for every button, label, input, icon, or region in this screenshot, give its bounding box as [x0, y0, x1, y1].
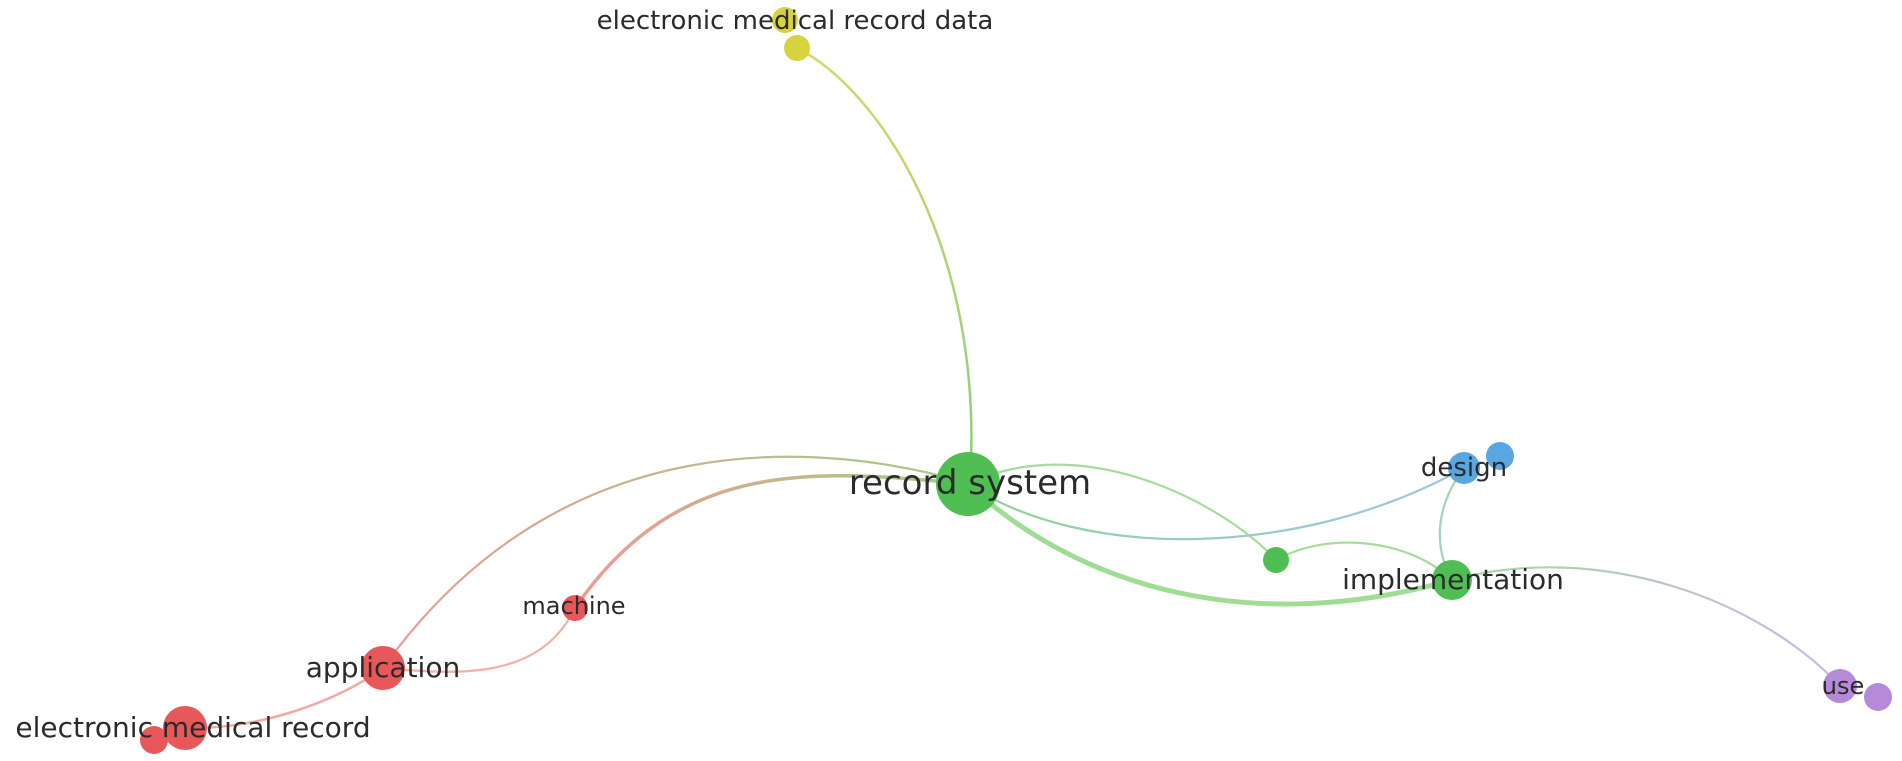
edge-record-system-electronic-medical-record-data — [796, 46, 973, 484]
node-implementation[interactable] — [1432, 560, 1472, 600]
edge-small-green-implementation — [1275, 541, 1453, 581]
label-use: use — [1822, 672, 1864, 700]
node-electronic-medical-record-a[interactable] — [163, 706, 207, 750]
node-machine[interactable] — [562, 595, 588, 621]
node-design-b[interactable] — [1486, 442, 1514, 470]
node-green-small[interactable] — [1263, 547, 1289, 573]
label-electronic-medical-record: electronic medical record — [15, 711, 370, 744]
label-application: application — [306, 651, 460, 684]
edges — [184, 46, 1841, 730]
node-electronic-medical-record-data-b[interactable] — [784, 35, 810, 61]
node-use-a[interactable] — [1823, 669, 1857, 703]
node-electronic-medical-record-data-a[interactable] — [772, 7, 798, 33]
label-design: design — [1421, 453, 1507, 483]
edge-record-system-design — [967, 467, 1465, 541]
edge-record-system-application — [382, 455, 969, 669]
node-use-b[interactable] — [1864, 683, 1892, 711]
node-design-a[interactable] — [1448, 452, 1480, 484]
node-application[interactable] — [361, 646, 405, 690]
label-machine: machine — [522, 592, 625, 620]
label-implementation: implementation — [1342, 563, 1564, 596]
edge-record-system-implementation — [966, 482, 1453, 607]
edge-machine-application — [382, 607, 576, 673]
node-record-system[interactable] — [936, 452, 1000, 516]
label-electronic-medical-record-data: electronic medical record data — [597, 6, 994, 36]
nodes — [140, 7, 1892, 754]
edge-record-system-machine — [573, 474, 969, 609]
edge-implementation-use — [1451, 566, 1841, 687]
label-record-system: record system — [849, 463, 1091, 503]
node-electronic-medical-record-b[interactable] — [140, 726, 168, 754]
labels: electronic medical record data record sy… — [15, 6, 1864, 744]
